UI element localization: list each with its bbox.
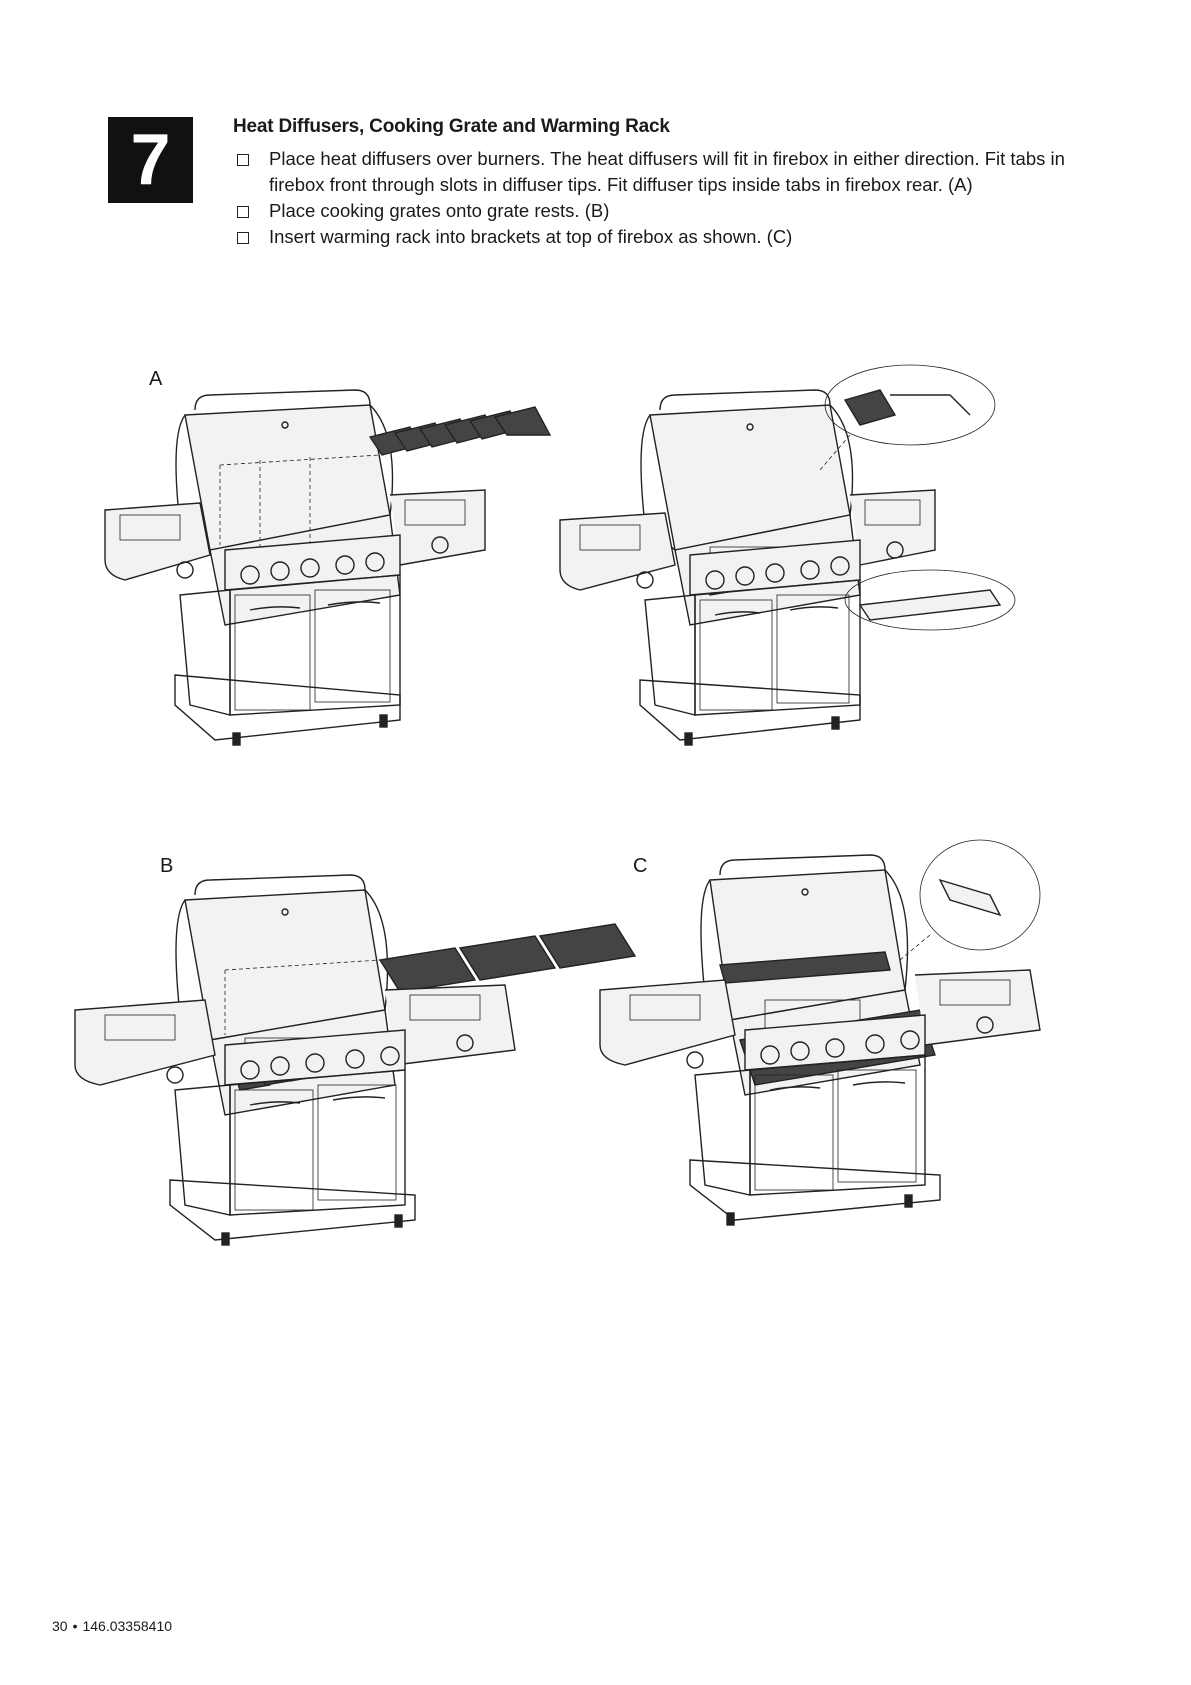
instruction-text: Place heat diffusers over burners. The h… <box>269 148 1065 195</box>
instruction-item: Place heat diffusers over burners. The h… <box>233 146 1113 198</box>
footer-separator: • <box>72 1618 78 1634</box>
figure-label-b: B <box>160 855 174 877</box>
figure-c-grill-illustration <box>599 839 1041 1226</box>
model-number: 146.03358410 <box>82 1618 173 1634</box>
step-number-badge: 7 <box>108 117 193 203</box>
instruction-list: Place heat diffusers over burners. The h… <box>233 146 1113 250</box>
instruction-item: Place cooking grates onto grate rests. (… <box>233 198 1113 224</box>
figure-a-detail-illustration <box>559 364 1016 746</box>
figure-a-grill-illustration <box>104 389 552 746</box>
instruction-text: Place cooking grates onto grate rests. (… <box>269 200 610 221</box>
page-number: 30 <box>52 1618 68 1634</box>
checkbox-icon <box>237 232 249 244</box>
instruction-item: Insert warming rack into brackets at top… <box>233 224 1113 250</box>
step-number: 7 <box>130 120 171 200</box>
grill-drawing <box>104 389 552 746</box>
figure-label-a: A <box>149 368 163 390</box>
checkbox-icon <box>237 206 249 218</box>
page-footer: 30•146.03358410 <box>52 1618 172 1634</box>
instruction-text: Insert warming rack into brackets at top… <box>269 226 793 247</box>
checkbox-icon <box>237 154 249 166</box>
figure-label-c: C <box>633 855 648 877</box>
figure-b-grill-illustration <box>74 874 637 1246</box>
section-title: Heat Diffusers, Cooking Grate and Warmin… <box>233 116 670 137</box>
